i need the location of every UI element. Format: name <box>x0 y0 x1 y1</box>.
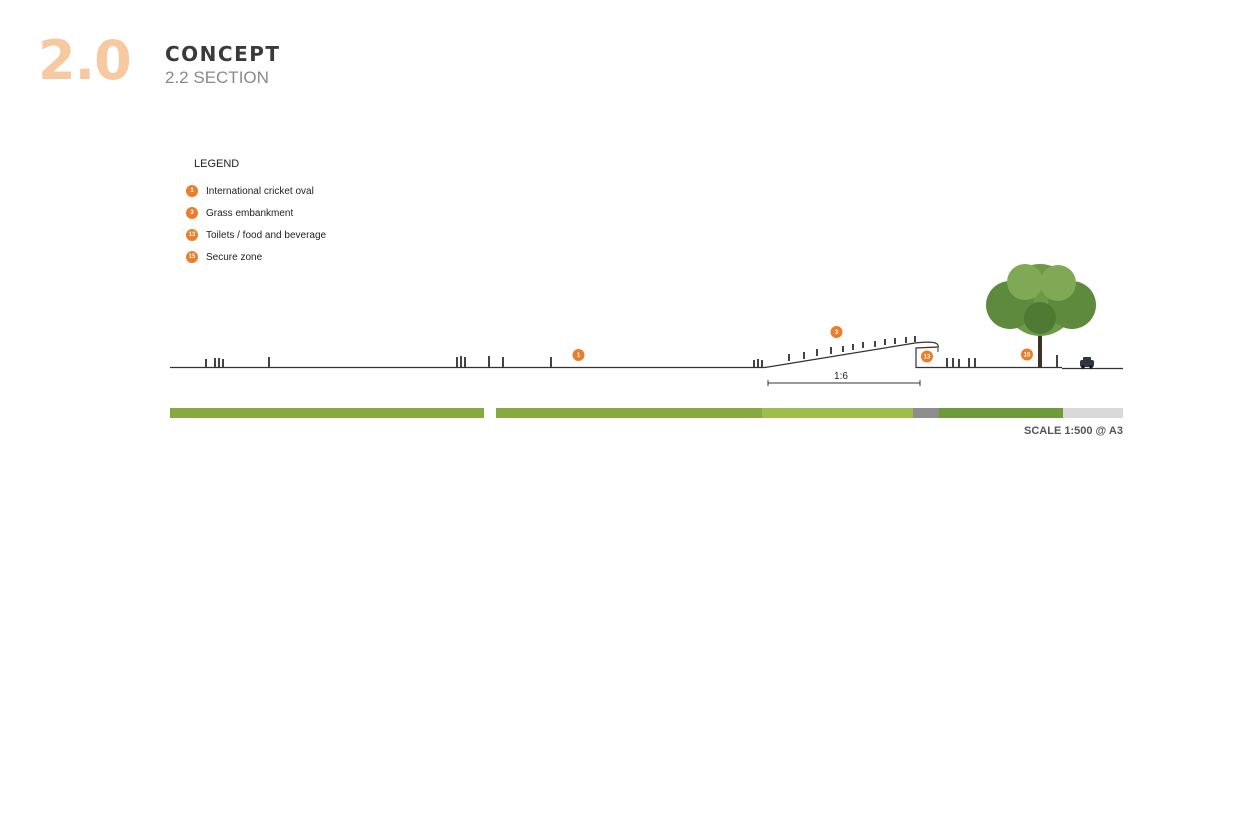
tree <box>986 264 1096 367</box>
scale-label: SCALE 1:500 @ A3 <box>1024 425 1123 437</box>
people-silhouettes <box>205 336 1058 367</box>
legend-item-grass-embankment: 3 Grass embankment <box>186 202 326 224</box>
page-subtitle: 2.2 SECTION <box>165 68 269 87</box>
section-marker-3-label: 3 <box>835 330 839 336</box>
section-marker-3 <box>830 326 843 338</box>
slope-label: 1:6 <box>834 371 848 382</box>
legend-marker-1: 1 <box>186 185 198 197</box>
legend-label: Grass embankment <box>206 207 294 219</box>
section-marker-1 <box>572 349 585 361</box>
section-marker-13 <box>921 350 933 363</box>
legend-marker-3: 3 <box>186 207 198 219</box>
car <box>1080 357 1094 369</box>
legend-marker-15: 15 <box>186 251 198 263</box>
section-drawing: 1 3 13 15 1:6 <box>170 264 1123 418</box>
band-secure-zone <box>939 408 1063 418</box>
embankment-profile <box>764 341 939 369</box>
legend-marker-13: 13 <box>186 229 198 241</box>
band-embankment <box>762 408 913 418</box>
legend-label: Secure zone <box>206 251 263 263</box>
legend-item-cricket-oval: 1 International cricket oval <box>186 180 326 202</box>
legend-heading: LEGEND <box>194 158 240 170</box>
band-road <box>1063 408 1123 418</box>
legend-label: Toilets / food and beverage <box>206 229 327 241</box>
section-marker-15 <box>1021 348 1033 361</box>
section-marker-1-label: 1 <box>577 353 581 359</box>
zone-band <box>170 408 1123 418</box>
section-marker-15-label: 15 <box>1024 353 1031 359</box>
band-building <box>913 408 939 418</box>
section-number: 2.0 <box>38 29 132 92</box>
section-marker-13-label: 13 <box>924 355 931 361</box>
band-oval <box>170 408 484 418</box>
legend-item-secure-zone: 15 Secure zone <box>186 246 326 268</box>
legend-item-toilets-food: 13 Toilets / food and beverage <box>186 224 326 246</box>
legend: LEGEND 1 International cricket oval 3 Gr… <box>186 158 326 268</box>
legend-label: International cricket oval <box>206 185 314 197</box>
slope-dimension <box>767 380 921 386</box>
band-oval-east <box>496 408 762 418</box>
page-title: CONCEPT <box>165 42 281 66</box>
